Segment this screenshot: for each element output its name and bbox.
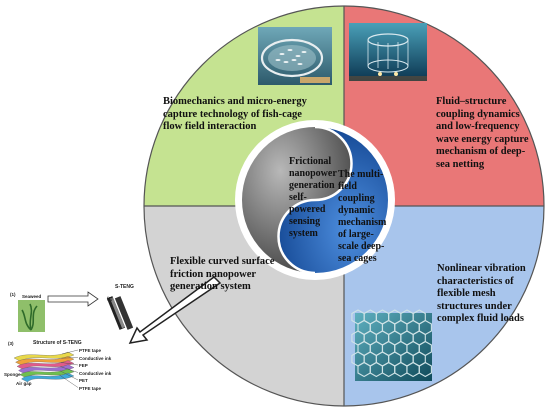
steng-layer bbox=[19, 368, 75, 378]
layer-leader-line bbox=[61, 349, 79, 355]
bottom-right-text: Nonlinear vibration characteristics of f… bbox=[437, 263, 526, 324]
steng-index: (2) bbox=[107, 296, 113, 301]
structure-index: (3) bbox=[8, 341, 14, 346]
steng-layers bbox=[13, 349, 79, 388]
layer-label: Conductive ink bbox=[79, 355, 112, 361]
layer-label: PTFE tape bbox=[79, 385, 102, 391]
center-left-text: Frictional nanopower generation self-pow… bbox=[289, 156, 337, 239]
steng-layer bbox=[16, 360, 75, 370]
deep-sea-cage-photo bbox=[349, 23, 427, 81]
steng-label: S-TENG bbox=[115, 284, 134, 290]
layer-leader-line bbox=[59, 370, 79, 381]
layer-leader-line bbox=[60, 362, 79, 366]
steng-layer bbox=[15, 356, 75, 366]
seaweed-label: Seaweed bbox=[22, 294, 42, 299]
yin-yang-gray-half bbox=[242, 127, 352, 273]
hexagonal-mesh-photo bbox=[351, 309, 432, 381]
layer-label: FEP bbox=[79, 363, 88, 368]
top-right-text: Fluid–structure coupling dynamics and lo… bbox=[436, 96, 529, 170]
layer-label: PTFE tape bbox=[79, 348, 102, 353]
steng-layer bbox=[18, 364, 75, 374]
layer-leader-line bbox=[60, 366, 79, 373]
seaweed-photo bbox=[18, 300, 45, 332]
layer-leader-line bbox=[59, 374, 79, 388]
structure-title: Structure of S-TENG bbox=[33, 340, 82, 346]
center-right-text: The multi-field coupling dynamic mechani… bbox=[338, 169, 387, 264]
steng-device bbox=[106, 296, 134, 330]
layer-label: Conductive ink bbox=[79, 370, 112, 376]
layer-leader-line bbox=[61, 357, 79, 359]
top-left-text: Biomechanics and micro-energy capture te… bbox=[163, 96, 307, 132]
layer-label: Sponge bbox=[4, 372, 21, 377]
seaweed-index: (1) bbox=[10, 292, 16, 297]
yin-yang-divider bbox=[277, 125, 353, 275]
yin-yang-blue-half bbox=[278, 127, 388, 273]
mesh-hexagon bbox=[418, 361, 432, 378]
fish-cage-photo bbox=[258, 27, 332, 85]
layer-label: PET bbox=[79, 378, 88, 383]
layer-label: Air gap bbox=[16, 381, 32, 386]
steng-layer bbox=[13, 351, 75, 362]
inset-arrows bbox=[47, 276, 222, 344]
steng-layer bbox=[21, 372, 75, 383]
bottom-left-text: Flexible curved surface friction nanopow… bbox=[170, 256, 275, 292]
